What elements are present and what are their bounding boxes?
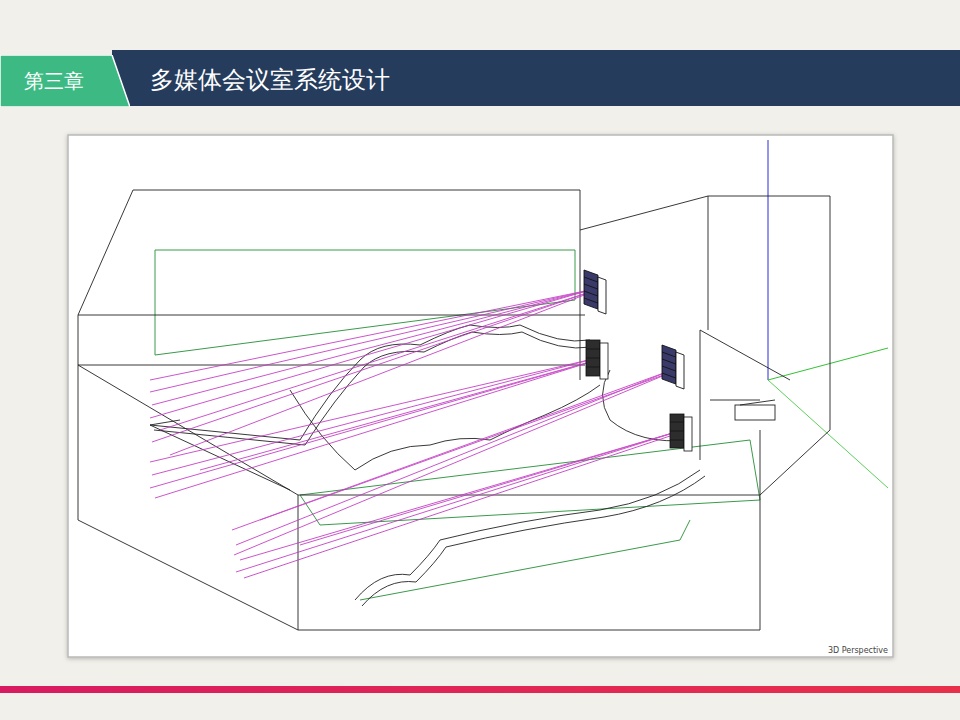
tab-text-group: 第三章 (0, 55, 130, 107)
axis-line (768, 380, 888, 488)
footer-line (0, 686, 960, 693)
platform-edge (150, 325, 705, 606)
speaker-array (584, 270, 692, 451)
chapter-tab: 第三章 (0, 55, 130, 107)
header-bar (112, 50, 960, 106)
room-wireframe (78, 190, 830, 630)
view-label: 3D Perspective (828, 646, 888, 655)
sound-ray (150, 290, 676, 578)
slide-title: 多媒体会议室系统设计 (150, 64, 390, 96)
chapter-label: 第三章 (24, 68, 84, 95)
picture-frame (68, 135, 893, 657)
axis-line (768, 348, 888, 380)
floor-outline (155, 250, 760, 600)
tab-outline (0, 55, 130, 107)
axis-line (768, 140, 769, 380)
